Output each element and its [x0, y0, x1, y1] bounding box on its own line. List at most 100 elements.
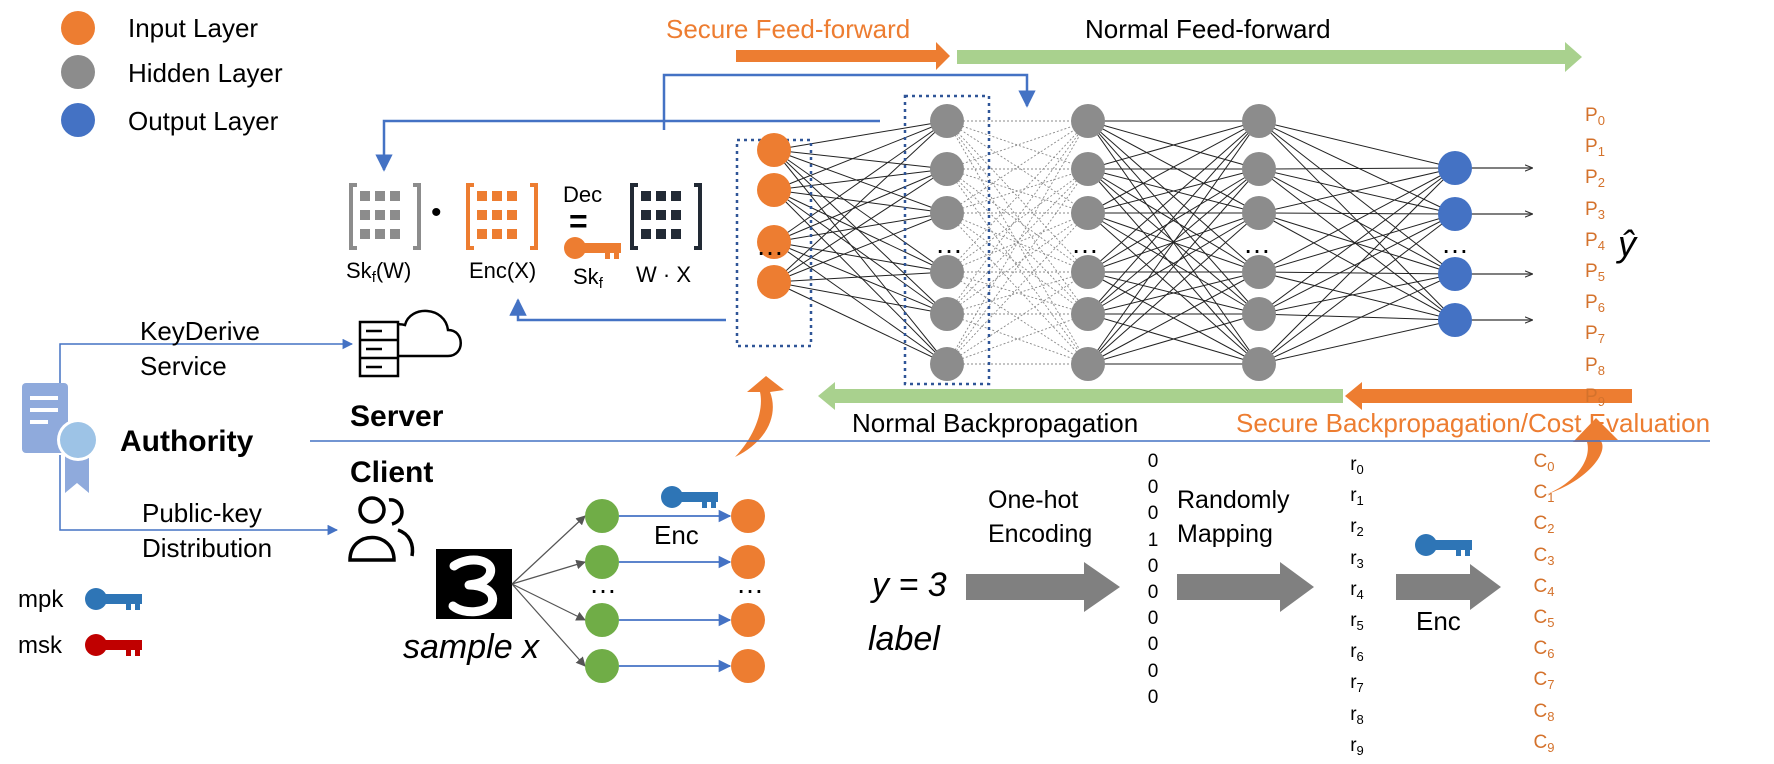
- onehot-item: 0: [1147, 477, 1159, 499]
- output-node: [1438, 197, 1472, 231]
- network-edge: [1087, 168, 1260, 214]
- network-edge: [946, 120, 1089, 170]
- network-edge: [1087, 120, 1260, 170]
- network-edge: [1258, 120, 1456, 215]
- secure-backprop-label: Secure Backpropagation/Cost Evaluation: [1236, 408, 1711, 438]
- client-nodes: [585, 499, 765, 683]
- p-item: P2: [1585, 167, 1605, 191]
- input-ellipsis: …: [756, 230, 784, 261]
- onehot-item: 0: [1147, 608, 1159, 630]
- secure-feed-forward-arrow: [736, 42, 950, 70]
- client-to-server-curved-arrow: [735, 376, 784, 457]
- sample-to-node-edge: [511, 515, 586, 585]
- client-enc-node: [731, 499, 765, 533]
- client-ellipsis-green: …: [589, 568, 617, 599]
- server-label: Server: [350, 400, 444, 433]
- first-hidden-layer-box: [903, 94, 991, 386]
- client-enc-node: [731, 649, 765, 683]
- network-edge: [1258, 271, 1456, 275]
- enc2-label: Enc: [1416, 606, 1461, 636]
- hidden-node: [1242, 104, 1276, 138]
- dot-operator: •: [431, 196, 442, 229]
- legend-input-dot: [61, 11, 95, 45]
- network-edge: [1258, 168, 1456, 215]
- server-icon: [358, 309, 462, 378]
- c-item: C6: [1533, 638, 1555, 662]
- network-edge: [773, 168, 948, 243]
- output-node: [1438, 151, 1472, 185]
- p-item: P4: [1585, 229, 1605, 253]
- legend-output-label: Output Layer: [128, 106, 279, 136]
- random-mapping-arrow: [1177, 562, 1314, 612]
- network-edge: [773, 120, 948, 191]
- keyderive-label-line1: KeyDerive: [140, 316, 260, 346]
- network-edge: [773, 241, 948, 273]
- network-edge: [773, 120, 948, 151]
- network-edge: [1087, 120, 1260, 315]
- r-item: r6: [1350, 641, 1364, 665]
- client-plain-node: [585, 499, 619, 533]
- network-edge: [773, 168, 948, 191]
- r-item: r3: [1350, 547, 1364, 571]
- network-edge: [946, 168, 1089, 315]
- sample-digit-image: [436, 549, 512, 619]
- network-edge: [1258, 313, 1456, 321]
- output-node: [1438, 257, 1472, 291]
- label-label: label: [868, 620, 940, 658]
- network-nodes: [757, 104, 1472, 381]
- p-item: P7: [1585, 323, 1605, 347]
- onehot-item: 0: [1147, 660, 1159, 682]
- network-edge: [1258, 120, 1456, 169]
- hidden3-ellipsis: …: [1243, 228, 1271, 259]
- hidden-node: [930, 255, 964, 289]
- client-edges: [511, 509, 732, 673]
- network-edge: [946, 120, 1089, 214]
- random-label-line1: Randomly: [1177, 486, 1290, 514]
- input-node: [757, 225, 791, 259]
- network-edge: [1258, 213, 1456, 273]
- label-enc-key-icon: [1415, 534, 1472, 556]
- wx-label: W · X: [636, 262, 691, 287]
- network-edge: [946, 313, 1089, 365]
- authority-label: Authority: [120, 425, 254, 458]
- legend-hidden-label: Hidden Layer: [128, 58, 283, 88]
- r-item: r0: [1350, 454, 1364, 477]
- c-item: C4: [1533, 575, 1555, 599]
- onehot-item: 1: [1147, 529, 1159, 551]
- network-edge: [946, 212, 1089, 315]
- enc-key-icon: [661, 486, 718, 508]
- authority-certificate-icon: [22, 383, 99, 493]
- weights-to-keyderive-line: [375, 119, 880, 172]
- encx-label: Enc(X): [469, 258, 537, 283]
- network-edge: [946, 212, 1089, 315]
- input-to-enc-line: [509, 298, 726, 322]
- network-edge: [1087, 120, 1260, 365]
- network-edge: [1087, 271, 1260, 315]
- network-edge: [1258, 168, 1456, 275]
- hidden1-ellipsis: …: [935, 228, 963, 259]
- random-label-line2: Mapping: [1177, 520, 1273, 548]
- one-hot-label-line2: Encoding: [988, 520, 1093, 548]
- diagram-graphics: [22, 11, 1710, 683]
- r-item: r5: [1350, 610, 1364, 634]
- hidden-node: [930, 104, 964, 138]
- network-edge: [946, 168, 1089, 273]
- mpk-key-icon: [85, 588, 142, 610]
- hidden-node: [1071, 255, 1105, 289]
- output-ellipsis: …: [1441, 228, 1469, 259]
- network-edge: [773, 168, 948, 283]
- hidden-node: [1242, 196, 1276, 230]
- network-edge: [1258, 167, 1456, 273]
- network-edge: [946, 313, 1089, 365]
- sample-digit-text: 3: [1744, 0, 1745, 1]
- authority-to-server-line: [59, 338, 354, 386]
- network-edge: [1258, 271, 1456, 321]
- r-item: r2: [1350, 516, 1364, 540]
- matrix-encx: [466, 183, 538, 250]
- network-edge: [773, 120, 948, 283]
- network-edge: [1087, 212, 1260, 315]
- c-item: C0: [1533, 451, 1555, 474]
- network-edge: [1087, 212, 1260, 365]
- normal-backprop-arrow: [818, 382, 1343, 410]
